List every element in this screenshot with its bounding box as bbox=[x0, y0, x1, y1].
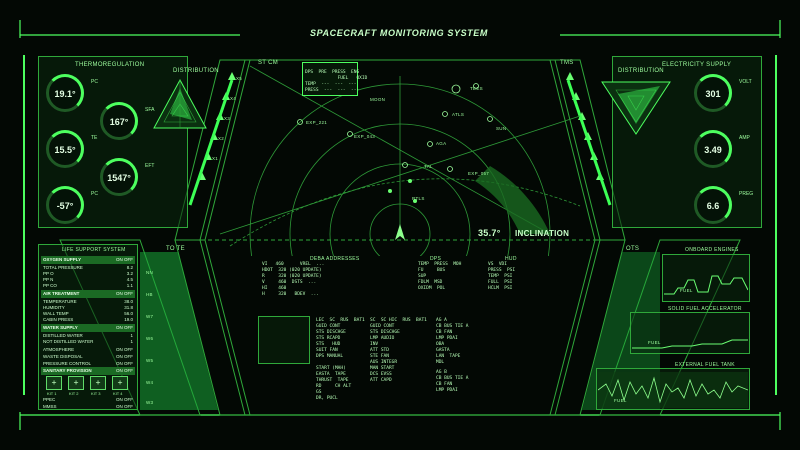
side-label: W6 bbox=[146, 336, 154, 341]
radar-target-exp057: EXP_057 bbox=[468, 171, 490, 176]
engines-fuel-label: FUEL bbox=[680, 288, 693, 293]
side-label: HB bbox=[146, 292, 153, 297]
radar-info-box: DPS PRE PRESS ENG FUEL OXID TEMP --- ---… bbox=[302, 62, 367, 96]
radar-target-exp221: EXP_221 bbox=[306, 120, 328, 125]
data-block-c: START (MAH) EASTA TAPE THRUST TAPE RD CH… bbox=[316, 366, 352, 401]
tms-header: TMS bbox=[560, 60, 574, 66]
hud-header: HUD bbox=[505, 256, 517, 262]
life-support-header: LIFE SUPPORT SYSTEM bbox=[62, 247, 126, 253]
deba-header: DEBA ADDRESSES bbox=[310, 256, 360, 262]
tick-col-left-label: X5 bbox=[236, 76, 243, 81]
thermoregulation-header: THERMOREGULATION bbox=[75, 62, 145, 68]
temp-gauge-2: 15.5°TE bbox=[46, 130, 97, 168]
temp-gauge-1: 19.1°PC bbox=[46, 74, 98, 112]
kit-4-label: KIT 4 bbox=[113, 391, 123, 396]
radar-target-rtls: RTLS bbox=[412, 196, 425, 201]
radar-target-sun: SUN bbox=[496, 126, 507, 131]
data-block-f: AG B CB BUS TIE A CB FAN LMP PDAI bbox=[436, 370, 469, 393]
kit-3-button[interactable]: + bbox=[90, 376, 106, 390]
kit-4-button[interactable]: + bbox=[112, 376, 128, 390]
radar-target-atls: ATLS bbox=[452, 112, 465, 117]
radar-target-exp043: EXP_043 bbox=[354, 134, 376, 139]
inclination-value: 35.7° bbox=[478, 228, 501, 238]
onboard-engines-header: ONBOARD ENGINES bbox=[685, 247, 739, 253]
data-block-d: SC SC HIC RUS BAT1 GUID CONT STS DISCHGE… bbox=[370, 318, 427, 383]
external-tank-header: EXTERNAL FUEL TANK bbox=[675, 362, 735, 368]
distribution-radar-left bbox=[153, 78, 207, 129]
radar-target-aga: AGA bbox=[436, 141, 447, 146]
tick-col-left-label: X1 bbox=[212, 156, 219, 161]
side-label: W3 bbox=[146, 400, 154, 405]
radar-target-moon: MOON bbox=[370, 97, 386, 102]
engines-graph bbox=[664, 275, 748, 295]
to-te-header: TO TE bbox=[166, 246, 185, 252]
ots-header: OTS bbox=[626, 246, 640, 252]
radar-target-tal: TAL bbox=[424, 164, 433, 169]
temp-gauge-5: 1547°EFT bbox=[100, 158, 154, 196]
data-block-b: LEC SC RUS BAT1 GUID CONT STS DISCHGE ST… bbox=[316, 318, 365, 359]
side-label: NN bbox=[146, 270, 154, 275]
tick-col-left-label: X2 bbox=[218, 136, 225, 141]
data-block-e: AG A CB BUS TIE A CB FAN LMP PDAI OBA GA… bbox=[436, 318, 469, 365]
tick-col-left-label: X3 bbox=[224, 116, 231, 121]
kit-3-label: KIT 3 bbox=[91, 391, 101, 396]
solid-fuel-graph bbox=[632, 339, 748, 349]
distribution-right-header: DISTRIBUTION bbox=[618, 68, 664, 74]
radar-target-tees: TEES bbox=[470, 86, 483, 91]
distribution-left-header: DISTRIBUTION bbox=[173, 68, 219, 74]
distribution-radar-right bbox=[601, 81, 671, 135]
side-label: W5 bbox=[146, 358, 154, 363]
kit-2-label: KIT 2 bbox=[69, 391, 79, 396]
page-title: SPACECRAFT MONITORING SYSTEM bbox=[310, 28, 488, 38]
external-tank-fuel-label: FUEL bbox=[614, 398, 627, 403]
external-tank-graph bbox=[598, 372, 748, 408]
temp-gauge-4: 167°SFA bbox=[100, 102, 154, 140]
kit-1-button[interactable]: + bbox=[46, 376, 62, 390]
kit-1-label: KIT 1 bbox=[47, 391, 57, 396]
dps-header: DPS bbox=[430, 256, 442, 262]
temp-gauge-3: -57°PC bbox=[46, 186, 98, 224]
tick-col-left-label: X4 bbox=[230, 96, 237, 101]
solid-fuel-label: FUEL bbox=[648, 340, 661, 345]
radar-display bbox=[219, 65, 581, 256]
data-block-a: VI 460 VREL ... HDOT 320 (020 UPDATE) R … bbox=[262, 262, 325, 297]
inclination-label: INCLINATION bbox=[515, 229, 570, 238]
solid-fuel-panel bbox=[630, 312, 750, 354]
data-block-g: TEMP PRESS MOH FU BUS SUP FDLM MSD OXIDM… bbox=[418, 262, 462, 291]
electricity-header: ELECTRICITY SUPPLY bbox=[662, 62, 732, 68]
solid-fuel-header: SOLID FUEL ACCELERATOR bbox=[668, 306, 742, 312]
st-cm-header: ST CM bbox=[258, 60, 279, 66]
data-block-h: VS VDI PRESS PSI TEMP PSI FULL PSI HCLM … bbox=[488, 262, 516, 291]
side-label: W7 bbox=[146, 314, 154, 319]
kit-2-button[interactable]: + bbox=[68, 376, 84, 390]
side-label: W4 bbox=[146, 380, 154, 385]
data-tile-b bbox=[258, 316, 310, 364]
